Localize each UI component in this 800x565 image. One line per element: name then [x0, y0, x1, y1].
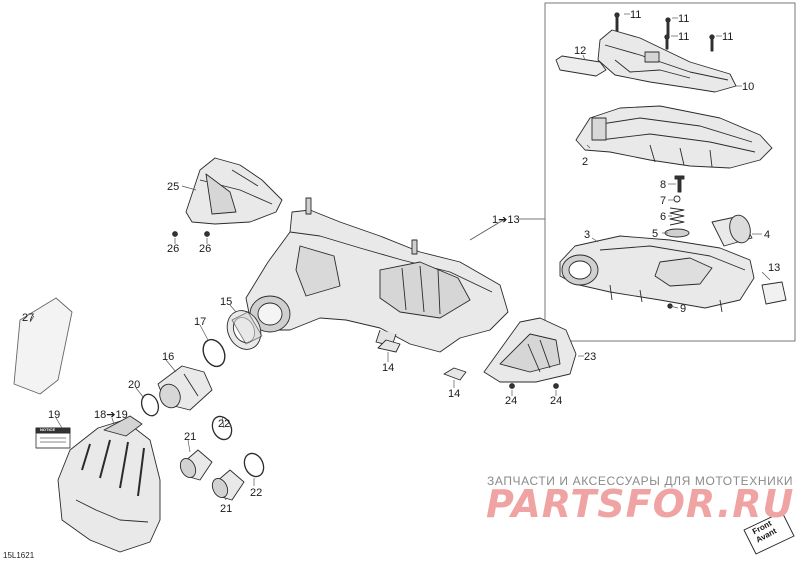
- callout-11b: 11: [678, 13, 690, 25]
- callout-22b: 22: [250, 487, 263, 499]
- part-11-bolts: [614, 12, 715, 52]
- part-22-clamp-lower: [243, 452, 265, 478]
- part-3-lower-housing: [559, 235, 755, 313]
- callout-14b: 14: [448, 388, 461, 400]
- callout-17: 17: [194, 316, 207, 328]
- callout-1-13: 1➔13: [492, 214, 520, 226]
- leader-lines: [29, 13, 771, 501]
- callout-22a: 22: [218, 418, 231, 430]
- callout-21b: 21: [220, 503, 233, 515]
- notice-label-text: NOTICE: [40, 427, 56, 432]
- watermark-brand: PARTSFOR.RU: [486, 482, 795, 526]
- front-marker-box: [743, 511, 795, 555]
- callout-11a: 11: [630, 9, 642, 21]
- part-6-spring: [669, 207, 685, 226]
- callout-15: 15: [220, 296, 233, 308]
- part-20-ring: [140, 393, 160, 417]
- callout-5: 5: [652, 228, 659, 240]
- callout-10: 10: [742, 81, 755, 93]
- watermark-subtitle: ЗАПЧАСТИ И АКСЕССУАРЫ ДЛЯ МОТОТЕХНИКИ: [487, 474, 794, 488]
- callout-11c: 11: [678, 31, 690, 43]
- part-25-intake-grille: [185, 157, 283, 225]
- callout-23: 23: [584, 351, 597, 363]
- callout-4: 4: [764, 229, 771, 241]
- callout-26a: 26: [167, 243, 180, 255]
- callout-6: 6: [660, 211, 667, 223]
- part-17-clamp: [202, 338, 226, 368]
- callout-21a: 21: [184, 431, 197, 443]
- callout-11d: 11: [722, 31, 734, 43]
- part-16-duct: [157, 365, 213, 411]
- callout-25: 25: [167, 181, 180, 193]
- callout-9: 9: [680, 303, 687, 315]
- part-27-side-panel: [13, 297, 73, 395]
- callout-2: 2: [582, 156, 589, 168]
- part-21-boot-upper: [179, 449, 213, 481]
- callout-3: 3: [584, 229, 591, 241]
- part-14-bracket-b: [443, 367, 467, 381]
- part-5-valve-disc: [664, 228, 690, 238]
- part-7-washer: [673, 195, 681, 203]
- callout-19: 19: [48, 409, 61, 421]
- part-15-coupler: [226, 310, 263, 350]
- part-21-boot-lower: [211, 469, 245, 501]
- part-22-clamp-upper: [211, 415, 233, 441]
- part-18-lower-intake: [57, 415, 161, 553]
- part-12-filter-pad: [555, 55, 607, 77]
- diagram-code: 15L1621: [3, 551, 35, 560]
- part-8-pin: [674, 175, 685, 193]
- part-4-cylinder: [711, 214, 753, 247]
- part-10-top-cover: [597, 29, 737, 93]
- callout-26b: 26: [199, 243, 212, 255]
- callout-27: 27: [22, 312, 35, 324]
- callout-13: 13: [768, 262, 781, 274]
- part-19-notice-label: [35, 427, 71, 449]
- callout-7: 7: [660, 195, 667, 207]
- callout-20: 20: [128, 379, 141, 391]
- callout-16: 16: [162, 351, 175, 363]
- callout-18-19: 18➔19: [94, 409, 128, 421]
- callout-8: 8: [660, 179, 667, 191]
- part-1-main-airbox: [245, 197, 509, 353]
- callout-12: 12: [574, 45, 587, 57]
- part-23-intake-grille: [483, 317, 577, 383]
- part-26-screws: [172, 231, 210, 237]
- detail-box: [544, 2, 796, 342]
- part-14-bracket-a: [377, 339, 401, 353]
- part-13-filter: [761, 281, 787, 305]
- part-24-screws: [509, 383, 559, 389]
- leader-1-13: [469, 218, 506, 241]
- part-2-upper-housing: [575, 105, 773, 169]
- callout-14a: 14: [382, 362, 395, 374]
- callout-24a: 24: [505, 395, 518, 407]
- callout-24b: 24: [550, 395, 563, 407]
